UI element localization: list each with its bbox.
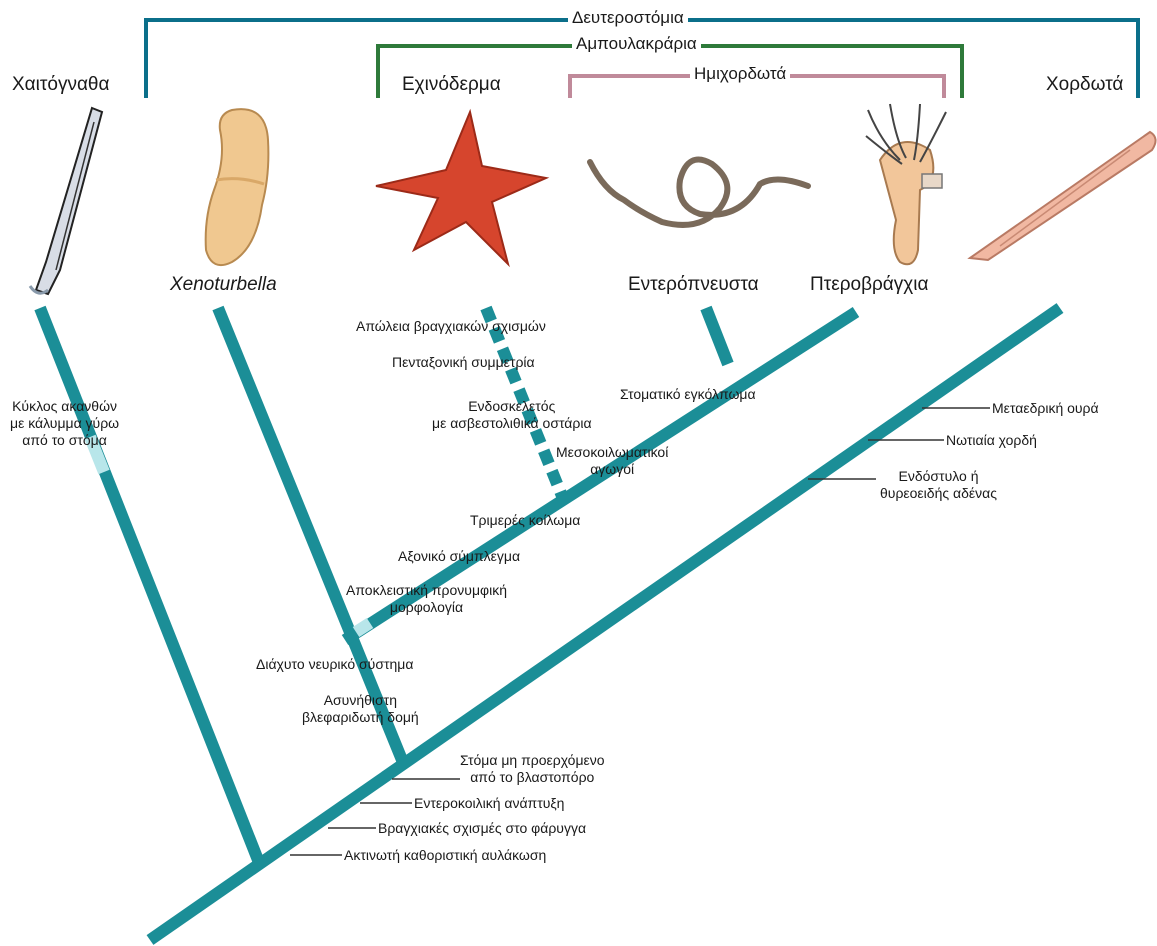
- trait-diffuse-nervous: Διάχυτο νευρικό σύστημα: [256, 656, 413, 673]
- group-label-hemichordata: Ημιχορδωτά: [690, 64, 790, 84]
- trait-spines: Κύκλος ακανθών με κάλυμμα γύρω από το στ…: [10, 398, 119, 449]
- arrow-worm-icon: [30, 108, 102, 294]
- trait-mesocoel-ducts: Μεσοκοιλωματικοί αγωγοί: [556, 444, 668, 478]
- taxon-label-enteropneusta: Εντερόπνευστα: [628, 274, 759, 296]
- lancelet-icon: [970, 132, 1156, 260]
- trait-enterocoely: Εντεροκοιλική ανάπτυξη: [414, 795, 564, 812]
- trait-mouth-not-blastopore: Στόμα μη προερχόμενο από το βλαστοπόρο: [460, 752, 605, 786]
- trait-post-anal-tail: Μεταεδρική ουρά: [992, 400, 1099, 417]
- starfish-icon: [376, 112, 546, 264]
- main-trunk: [150, 308, 1060, 940]
- trait-endoskeleton: Ενδοσκελετός με ασβεστολιθικά οστάρια: [432, 398, 592, 432]
- taxon-label-echinodermata: Εχινόδερμα: [402, 74, 501, 96]
- taxon-label-xenoturbella: Xenoturbella: [170, 274, 277, 296]
- trait-axial-complex: Αξονικό σύμπλεγμα: [398, 548, 520, 565]
- taxon-label-pterobranchia: Πτεροβράγχια: [810, 274, 928, 296]
- trait-stomochord: Στοματικό εγκόλπωμα: [620, 386, 756, 403]
- group-label-ambulacraria: Αμπουλακράρια: [572, 34, 701, 54]
- acorn-worm-icon: [590, 160, 808, 225]
- trait-trimerous: Τριμερές κοίλωμα: [470, 512, 580, 529]
- pterobranch-icon: [866, 104, 946, 264]
- xenoturbella-icon: [206, 109, 269, 265]
- trait-notochord: Νωτιαία χορδή: [946, 432, 1037, 449]
- trait-larval-morphology: Αποκλειστική προνυμφική μορφολογία: [346, 582, 507, 616]
- trait-radial-cleavage: Ακτινωτή καθοριστική αυλάκωση: [344, 847, 546, 864]
- trait-gill-loss: Απώλεια βραγχιακών σχισμών: [356, 318, 546, 335]
- trait-pharyngeal-slits: Βραγχιακές σχισμές στο φάρυγγα: [378, 820, 586, 837]
- group-label-deuterostomia: Δευτεροστόμια: [568, 8, 688, 28]
- trait-ciliary-structure: Ασυνήθιστη βλεφαριδωτή δομή: [302, 692, 419, 726]
- branch-enteropneusta: [706, 308, 728, 364]
- taxon-label-chaetognatha: Χαιτόγναθα: [12, 74, 110, 96]
- trait-endostyle: Ενδόστυλο ή θυρεοειδής αδένας: [880, 468, 997, 502]
- taxon-label-chordata: Χορδωτά: [1046, 74, 1123, 96]
- trait-pentaradial: Πενταξονική συμμετρία: [392, 354, 535, 371]
- branch-chaetognatha: [40, 308, 258, 860]
- bracket-deuterostomia: [146, 20, 1138, 98]
